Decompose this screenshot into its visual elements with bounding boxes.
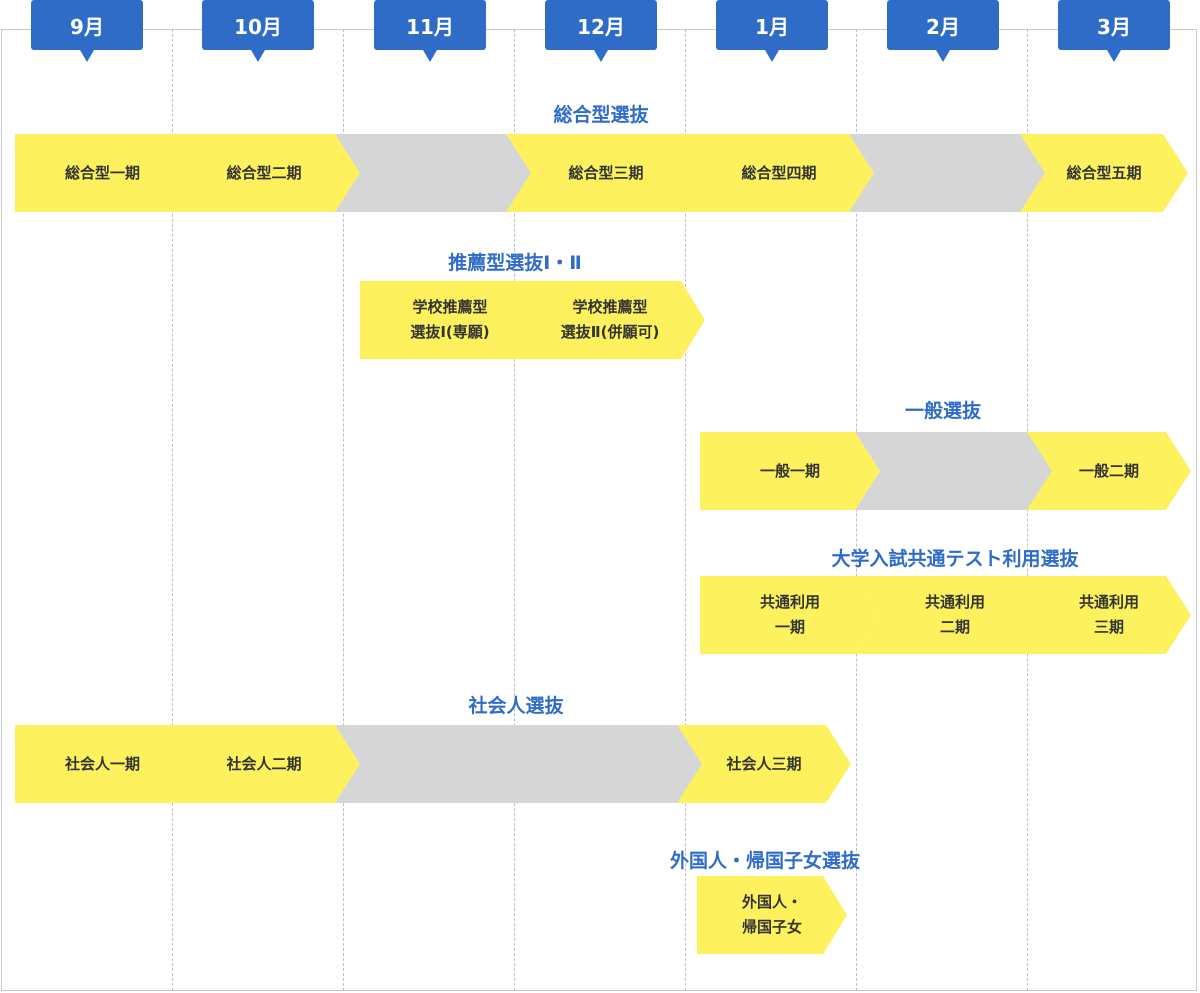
step-ippan-gap [855, 432, 1055, 510]
step-gaikoku-1: 外国人・ 帰国子女 [697, 876, 847, 954]
month-header-feb: 2月 [887, 0, 999, 62]
step-ippan-1: 一般一期 [700, 432, 880, 510]
section-heading-ippan: 一般選抜 [904, 400, 982, 422]
step-sogo-gap [335, 134, 535, 212]
step-sogo-4: 総合型四期 [677, 134, 881, 212]
step-sogo-gap [849, 134, 1055, 212]
section-heading-sogo: 総合型選抜 [553, 104, 649, 126]
column-divider [172, 29, 173, 991]
step-kyotsu-2: 共通利用 二期 [855, 576, 1055, 654]
month-header-jan: 1月 [716, 0, 828, 62]
step-sogo-3: 総合型三期 [506, 134, 706, 212]
step-ippan-2: 一般二期 [1027, 432, 1191, 510]
column-divider [856, 29, 857, 991]
step-shakaijin-1: 社会人一期 [15, 725, 190, 803]
column-divider [685, 29, 686, 991]
step-kyotsu-1: 共通利用 一期 [700, 576, 880, 654]
step-kyotsu-3: 共通利用 三期 [1027, 576, 1191, 654]
month-header-nov: 11月 [374, 0, 486, 62]
month-header-sep: 9月 [31, 0, 143, 62]
step-sogo-1: 総合型一期 [15, 134, 190, 212]
column-divider [1027, 29, 1028, 991]
month-header-mar: 3月 [1058, 0, 1170, 62]
step-sogo-5: 総合型五期 [1020, 134, 1188, 212]
step-suisen-2: 学校推薦型 選抜Ⅱ(併願可) [515, 281, 705, 359]
column-divider [514, 29, 515, 991]
section-heading-suisen: 推薦型選抜Ⅰ・Ⅱ [448, 252, 582, 274]
section-heading-shakaijin: 社会人選抜 [468, 695, 564, 717]
step-sogo-2: 総合型二期 [164, 134, 364, 212]
month-header-oct: 10月 [202, 0, 314, 62]
step-shakaijin-gap [506, 725, 706, 803]
month-header-dec: 12月 [545, 0, 657, 62]
step-shakaijin-2: 社会人二期 [164, 725, 364, 803]
column-divider [343, 29, 344, 991]
step-shakaijin-gap [335, 725, 535, 803]
step-suisen-1: 学校推薦型 選抜Ⅰ(専願) [360, 281, 540, 359]
step-shakaijin-3: 社会人三期 [677, 725, 851, 803]
section-heading-kyotsu: 大学入試共通テスト利用選抜 [831, 548, 1079, 570]
section-heading-gaikoku: 外国人・帰国子女選抜 [669, 850, 861, 872]
